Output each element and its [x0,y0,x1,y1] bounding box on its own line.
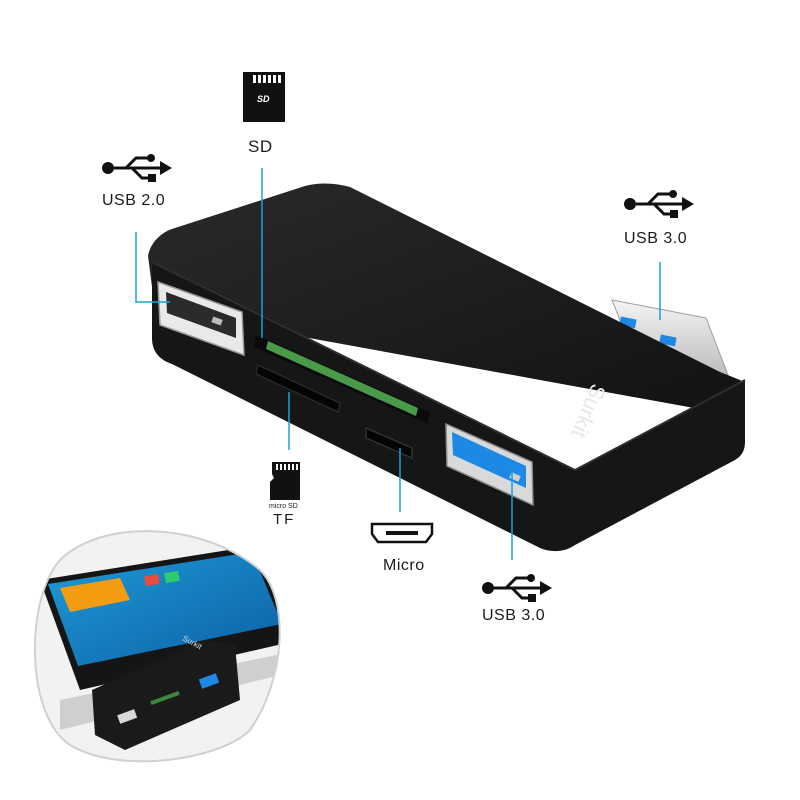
label-micro-sd: micro SD [269,503,298,510]
sd-card-icon-caption: SD [257,94,270,104]
label-usb-2-0: USB 2.0 [102,192,166,209]
usb-icon [102,154,172,182]
label-usb-3-0-bottom: USB 3.0 [482,607,546,624]
sd-card-icon [243,72,285,122]
usb-icon [624,190,694,218]
usb-hub [148,183,746,552]
sd-card-slot [254,335,430,424]
label-tf: TF [273,511,296,528]
leader-lines [135,168,661,560]
microsd-card-icon [270,462,300,500]
microsd-slot [255,364,341,413]
hub-front-face [152,262,745,552]
label-sd: SD [248,137,273,156]
label-micro: Micro [383,557,425,574]
label-usb-3-0-right: USB 3.0 [624,230,688,247]
usb-2-port [157,280,245,357]
micro-usb-icon [370,522,434,544]
inset-usage-photo [33,530,281,763]
leader-usb2 [135,232,170,303]
usb-icon [482,574,552,602]
